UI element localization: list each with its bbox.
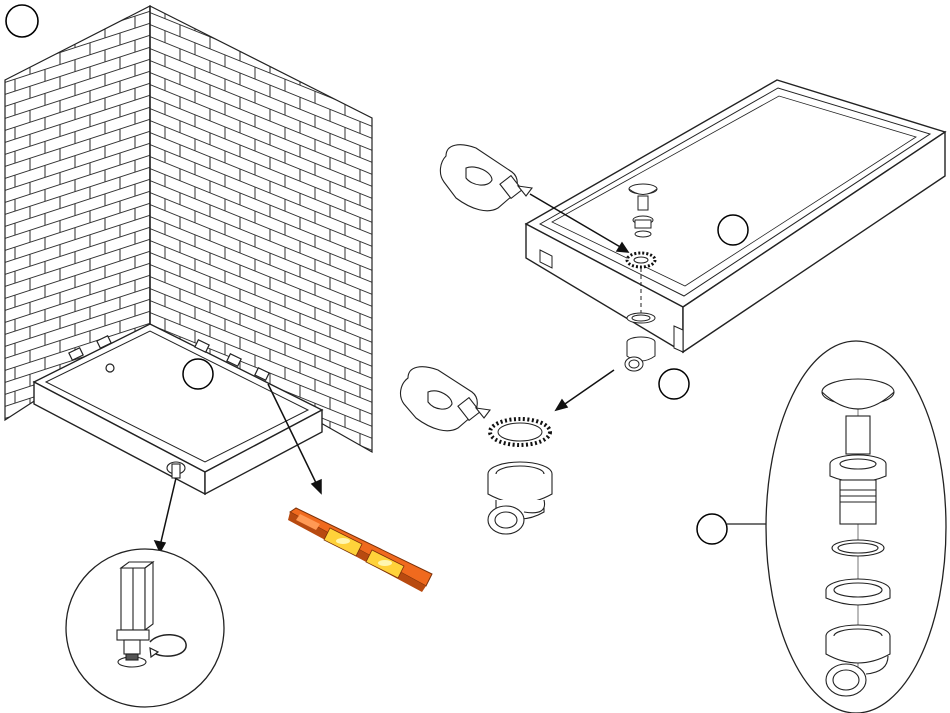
- sealant-bottle-top: [440, 145, 532, 211]
- waste-trap-small: [625, 313, 655, 371]
- step-marker-exploded-waste: [697, 514, 727, 544]
- waste-trap-medium: [488, 419, 552, 534]
- exploded-waste-view: [766, 341, 946, 713]
- tray-waste-hole: [106, 364, 114, 372]
- step-marker-main: [6, 5, 38, 37]
- step-marker-tray-corner: [183, 359, 213, 389]
- step-marker-tray-top: [718, 215, 748, 245]
- step-marker-waste-trap: [659, 369, 689, 399]
- spirit-level-icon: [288, 508, 432, 592]
- adjustable-leg-detail: [66, 549, 224, 707]
- arrow-to-leg-detail: [155, 478, 176, 552]
- arrow-trap-to-seal: [556, 370, 614, 410]
- sealant-bottle-lower: [401, 367, 490, 431]
